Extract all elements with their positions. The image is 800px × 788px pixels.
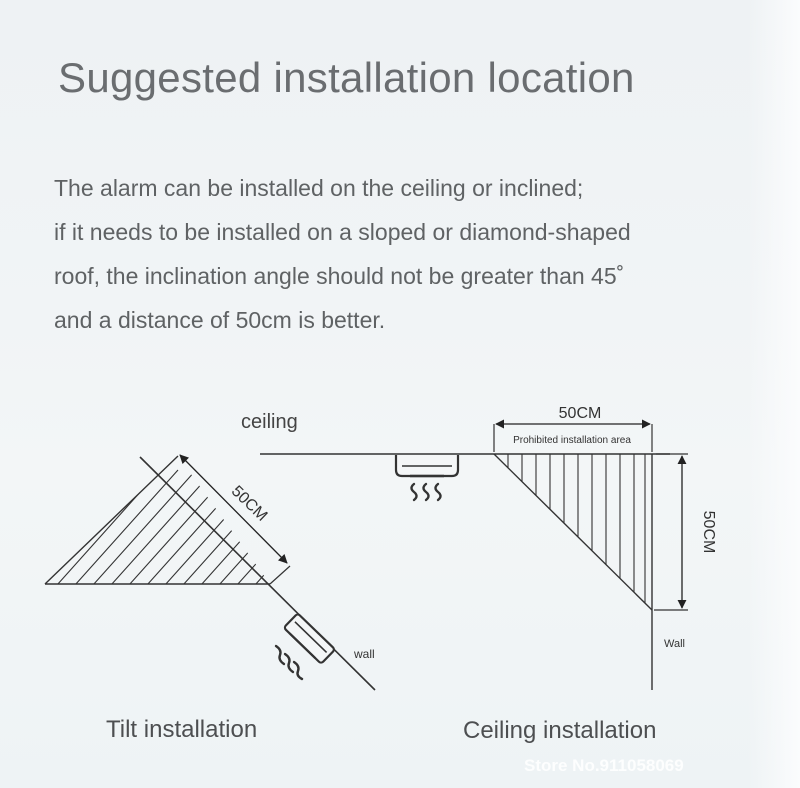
page-title: Suggested installation location — [58, 54, 635, 101]
ceiling-hatching — [507, 454, 646, 610]
triangle-left-edge — [44, 455, 179, 585]
description-line: and a distance of 50cm is better. — [54, 307, 386, 333]
tilt-installation-diagram: 50CM wall — [44, 454, 376, 691]
tilt-arrow-tick — [269, 565, 291, 585]
smoke-waves-icon — [410, 482, 442, 502]
tilt-distance-arrow — [179, 454, 288, 564]
smoke-waves-icon — [274, 644, 304, 681]
smoke-detector-icon — [283, 613, 335, 664]
prohibited-area-label: Prohibited installation area — [513, 435, 631, 446]
description-line: roof, the inclination angle should not b… — [54, 263, 625, 289]
tilt-wall-label: wall — [353, 647, 375, 661]
ceiling-wall-label: Wall — [664, 638, 685, 650]
height-label: 50CM — [700, 511, 717, 554]
description-line: The alarm can be installed on the ceilin… — [54, 175, 584, 201]
ceiling-label: ceiling — [241, 411, 298, 433]
smoke-detector-icon — [394, 455, 460, 478]
width-label: 50CM — [559, 405, 602, 422]
store-watermark: Store No.911058069 — [524, 756, 684, 775]
tilted-roof-line — [139, 456, 376, 691]
ceiling-triangle-hypotenuse — [493, 453, 653, 611]
ceiling-installation-diagram: 50CM Prohibited installation area 50CM W… — [493, 405, 717, 690]
tilt-distance-label: 50CM — [228, 483, 271, 525]
tilt-installation-caption: Tilt installation — [106, 716, 258, 743]
right-edge-shade — [748, 0, 800, 788]
ceiling-installation-caption: Ceiling installation — [463, 717, 657, 744]
description: The alarm can be installed on the ceilin… — [54, 166, 754, 342]
description-line: if it needs to be installed on a sloped … — [54, 219, 631, 245]
